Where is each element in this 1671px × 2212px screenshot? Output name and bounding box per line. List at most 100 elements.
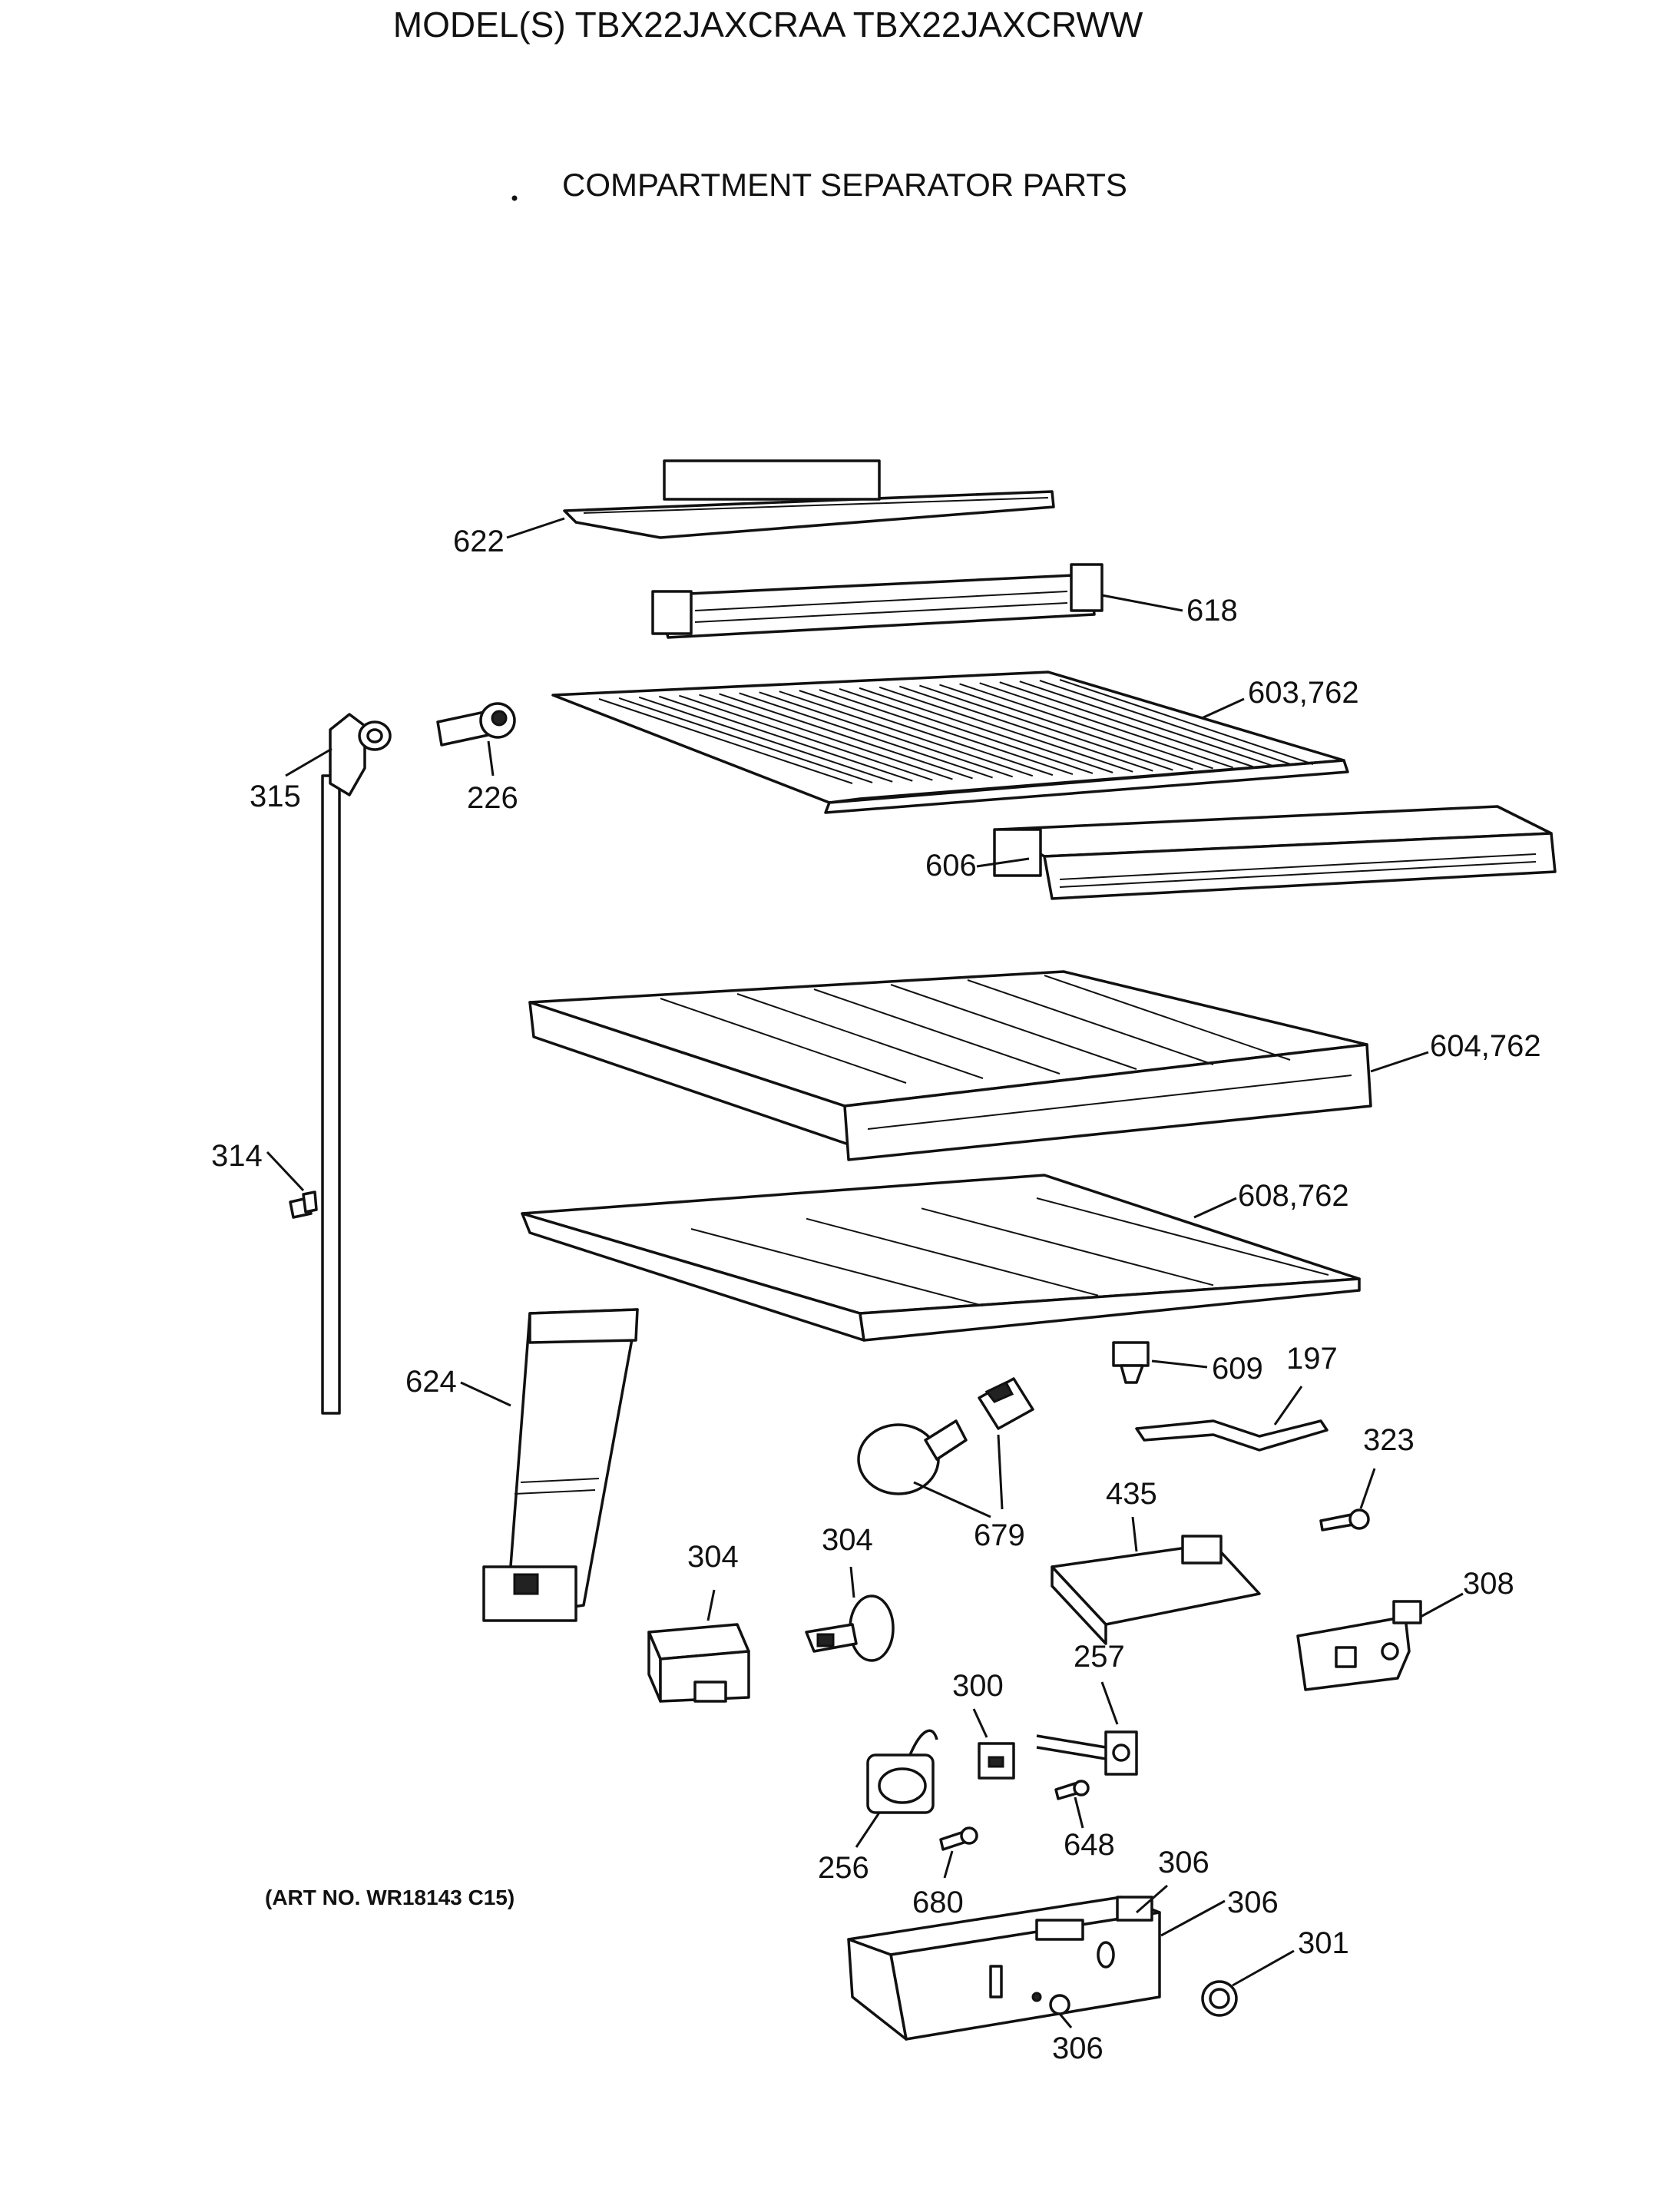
separator-rib xyxy=(1044,975,1291,1061)
leader-603 xyxy=(1201,697,1245,720)
part-618-rail xyxy=(651,563,1104,639)
grille-slat xyxy=(1039,680,1294,767)
leader-648 xyxy=(855,1812,881,1848)
speck xyxy=(511,195,518,201)
grille-slat xyxy=(939,684,1193,770)
grille-slat xyxy=(1019,680,1274,767)
part-306-control-housing xyxy=(847,1896,1161,2041)
grille-slat xyxy=(658,695,913,782)
leader-301 xyxy=(1232,1949,1295,1987)
part-648-motor xyxy=(866,1729,938,1814)
grille-slat xyxy=(638,696,893,783)
part-323-housing xyxy=(1051,1535,1261,1645)
callout-197: 197 xyxy=(1286,1342,1338,1376)
callout-314: 314 xyxy=(211,1139,263,1173)
leader-304b xyxy=(849,1566,855,1598)
callout-306a: 306 xyxy=(1158,1846,1209,1879)
callout-648: 256 xyxy=(818,1851,869,1885)
part-197-cable xyxy=(1135,1419,1329,1452)
leader-679 xyxy=(1359,1468,1376,1509)
leader-256 xyxy=(972,1708,988,1738)
part-256-switch xyxy=(978,1742,1015,1780)
part-624-duct xyxy=(482,1308,639,1622)
leader-608 xyxy=(1193,1197,1237,1219)
model-title: MODEL(S) TBX22JAXCRAA TBX22JAXCRWW xyxy=(393,5,1143,45)
part-608-separator-bottom xyxy=(521,1174,1361,1342)
grille-slat xyxy=(839,688,1094,774)
callout-301: 301 xyxy=(1298,1926,1349,1960)
part-257-screw xyxy=(1054,1780,1090,1800)
separator-rib xyxy=(967,979,1214,1065)
part-622-cover xyxy=(563,459,1055,539)
part-609-clip xyxy=(1112,1341,1150,1384)
callout-300: 257 xyxy=(1074,1640,1125,1674)
part-315-rod xyxy=(321,713,392,1415)
part-304-damper-gear xyxy=(805,1594,895,1662)
floor-line xyxy=(1036,1197,1329,1276)
leader-197 xyxy=(1273,1386,1303,1426)
floor-line xyxy=(921,1207,1214,1286)
part-301-knob xyxy=(1201,1980,1238,2017)
leader-226 xyxy=(487,740,495,777)
grille-slat xyxy=(719,693,973,780)
grille-slat xyxy=(859,687,1113,773)
part-435-bulb-socket xyxy=(857,1377,1034,1495)
separator-ribs xyxy=(660,975,1291,1084)
grille-slat xyxy=(819,689,1074,775)
grille-slat xyxy=(699,694,953,780)
section-title: COMPARTMENT SEPARATOR PARTS xyxy=(562,167,1127,203)
floor-line xyxy=(806,1217,1099,1296)
leader-323 xyxy=(1131,1516,1138,1552)
floor-line xyxy=(690,1228,984,1306)
grille-slat xyxy=(979,682,1233,769)
callout-435: 679 xyxy=(974,1518,1025,1552)
callout-257: 648 xyxy=(1064,1828,1115,1862)
part-304-damper-housing xyxy=(647,1623,750,1703)
callout-606: 606 xyxy=(925,849,977,882)
leader-604 xyxy=(1370,1051,1429,1073)
callout-680: 680 xyxy=(912,1886,964,1919)
grille-slat xyxy=(898,685,1153,772)
part-308-bracket xyxy=(1296,1600,1422,1691)
part-314-clip xyxy=(289,1190,318,1219)
separator-rib xyxy=(813,988,1061,1075)
callout-256: 300 xyxy=(952,1669,1004,1703)
leader-606 xyxy=(976,857,1030,868)
grille-slats xyxy=(598,679,1314,784)
leader-624 xyxy=(460,1381,511,1407)
separator-rib xyxy=(890,984,1137,1070)
grille-slat xyxy=(779,690,1034,777)
leader-314 xyxy=(266,1151,305,1192)
part-226-pin xyxy=(436,702,516,747)
part-603-grille-shelf xyxy=(551,671,1349,814)
callout-304b: 304 xyxy=(822,1523,873,1557)
leader-315 xyxy=(285,747,333,777)
grille-slat xyxy=(919,684,1173,771)
grille-slat xyxy=(799,690,1054,777)
leader-257 xyxy=(1074,1796,1084,1829)
separator-rib xyxy=(660,998,907,1084)
grille-slat xyxy=(1059,679,1314,765)
part-300-thermostat xyxy=(1036,1730,1138,1776)
grille-slat xyxy=(959,683,1213,770)
grille-slat xyxy=(618,697,873,783)
part-604-separator-top xyxy=(528,970,1372,1161)
callout-323: 435 xyxy=(1106,1477,1157,1511)
leader-435b xyxy=(997,1434,1004,1510)
grille-slat xyxy=(999,681,1254,768)
callout-604-762: 604,762 xyxy=(1430,1029,1541,1063)
leader-308 xyxy=(1420,1592,1464,1618)
callout-608-762: 608,762 xyxy=(1238,1179,1349,1213)
grille-slat xyxy=(598,698,853,784)
callout-304a: 304 xyxy=(687,1540,739,1574)
leader-306a xyxy=(1136,1884,1168,1914)
grille-slat xyxy=(739,692,993,779)
callout-609: 609 xyxy=(1212,1352,1263,1386)
callout-306c: 306 xyxy=(1052,2032,1104,2065)
leader-304a xyxy=(706,1589,716,1621)
leader-300 xyxy=(1100,1681,1119,1725)
callout-226: 226 xyxy=(467,781,518,815)
leader-306c xyxy=(1058,2013,1073,2028)
leader-435a xyxy=(913,1481,991,1518)
